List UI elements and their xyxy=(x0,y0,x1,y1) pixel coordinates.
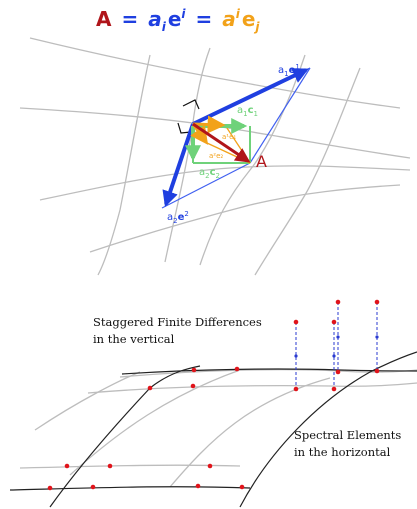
grid-line xyxy=(199,54,306,266)
node xyxy=(64,463,70,469)
node xyxy=(90,484,96,490)
parallelogram-side xyxy=(249,67,311,164)
node xyxy=(190,383,196,389)
node xyxy=(239,484,245,490)
node xyxy=(195,483,201,489)
label-A: A xyxy=(256,152,267,171)
eq-sup-i: i xyxy=(181,7,186,21)
grid-line xyxy=(239,351,417,508)
grid-line xyxy=(119,369,417,378)
eq-e: e xyxy=(168,7,182,31)
node xyxy=(293,319,299,325)
grid-line xyxy=(29,37,401,109)
grid-line xyxy=(254,67,361,276)
node xyxy=(374,368,380,374)
column-midpoints xyxy=(294,335,379,358)
midpoint xyxy=(332,354,336,358)
node xyxy=(293,386,299,392)
right-angle-marker xyxy=(177,122,192,134)
grid-line xyxy=(39,165,411,201)
node xyxy=(331,319,337,325)
node xyxy=(47,485,53,491)
right-angle-marker xyxy=(182,99,200,110)
nodes xyxy=(47,299,380,491)
grid-line xyxy=(97,54,151,276)
bottom-grid-dark xyxy=(9,351,417,508)
eq-sup2-i: i xyxy=(236,7,241,21)
label-a1c1: a1c1 xyxy=(237,105,258,118)
node xyxy=(234,366,240,372)
node xyxy=(147,385,153,391)
vector-a1e1-small xyxy=(192,115,226,134)
vector-a1e1 xyxy=(192,68,309,126)
node xyxy=(107,463,113,469)
node xyxy=(335,369,341,375)
eq-A: A xyxy=(96,7,112,31)
eq-e-sub: e xyxy=(242,7,256,31)
eq-sub-i: i xyxy=(162,20,167,34)
node xyxy=(374,299,380,305)
node xyxy=(335,299,341,305)
eq-a-i: a xyxy=(148,7,162,31)
label-a2e2: a2e2 xyxy=(167,210,189,225)
grid-line xyxy=(89,184,401,253)
label-a2e2-small: a²e₂ xyxy=(209,152,223,160)
right-angle-markers xyxy=(177,99,200,134)
node xyxy=(207,463,213,469)
midpoint xyxy=(336,335,340,339)
label-a2c2: a2c2 xyxy=(199,167,220,180)
vertical-columns xyxy=(295,302,378,389)
eq-a-sup: a xyxy=(222,7,236,31)
annotation-vertical-line1: Staggered Finite Differences xyxy=(93,315,262,329)
grid-line xyxy=(169,377,331,488)
eq-sub2-j: j xyxy=(253,20,260,34)
eq-equals-2: = xyxy=(195,7,212,31)
vector-A xyxy=(192,122,251,163)
bottom-grid-light xyxy=(19,369,417,488)
eq-equals-1: = xyxy=(121,7,138,31)
grid-line xyxy=(87,382,417,394)
node xyxy=(191,367,197,373)
annotation-horizontal-line2: in the horizontal xyxy=(294,445,391,459)
midpoint xyxy=(294,354,298,358)
grid-line xyxy=(69,369,241,476)
midpoint xyxy=(375,335,379,339)
grid-line xyxy=(9,486,251,491)
grid-line xyxy=(164,47,211,263)
vector-a2e2 xyxy=(162,123,195,208)
label-a1e1: a1e1 xyxy=(278,63,300,78)
vectors xyxy=(162,68,309,208)
annotation-horizontal-line1: Spectral Elements xyxy=(294,428,401,442)
node xyxy=(331,386,337,392)
grid-line xyxy=(34,371,141,431)
grid-line xyxy=(19,464,241,469)
annotation-vertical-line2: in the vertical xyxy=(93,332,175,346)
label-a1e1-small: a¹e₁ xyxy=(222,133,236,141)
grid-line xyxy=(49,365,201,508)
